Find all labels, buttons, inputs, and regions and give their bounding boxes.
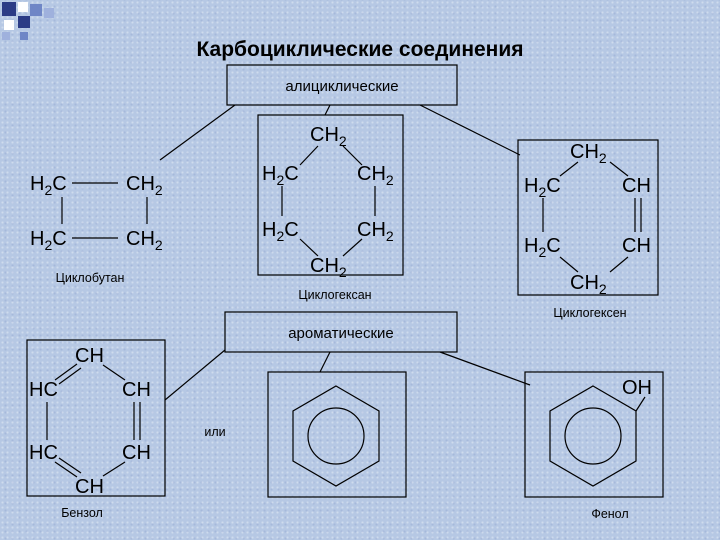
alicyclic-box — [226, 64, 458, 106]
benzene-atom: HC — [29, 442, 58, 464]
bond-line — [102, 461, 126, 477]
decor-square — [2, 2, 16, 16]
bond-line — [58, 367, 82, 385]
bond-line — [299, 238, 319, 257]
bond-line — [342, 238, 363, 257]
benzene-atom: CH — [75, 345, 104, 367]
cyclohexane-atom: CH2 — [310, 255, 347, 280]
bond-line — [54, 363, 78, 381]
page-title: Карбоциклические соединения — [196, 38, 523, 61]
bond-line — [559, 161, 579, 177]
cyclohexane-caption: Циклогексан — [298, 288, 371, 302]
or-connector: или — [204, 425, 225, 439]
benzene-ring-box — [267, 371, 407, 498]
benzene-box — [26, 339, 166, 497]
cyclohexane-atom: CH2 — [357, 163, 394, 188]
decor-square — [18, 16, 30, 28]
connector-line — [159, 104, 236, 161]
benzene-atom: CH — [75, 476, 104, 498]
cyclohexane-box — [257, 114, 404, 276]
cyclohexane-atom: CH2 — [357, 219, 394, 244]
benzene-atom: HC — [29, 379, 58, 401]
decor-square — [44, 8, 54, 18]
bond-line — [299, 145, 319, 166]
cyclohexene-atom: CH2 — [570, 272, 607, 297]
connector-line — [324, 104, 331, 116]
connector-line — [319, 351, 331, 373]
bond-line — [609, 256, 629, 273]
decor-square — [4, 20, 14, 30]
bond-line — [102, 364, 126, 381]
bond-line — [635, 396, 646, 412]
benzene-hexagon — [292, 385, 380, 487]
phenol-box — [524, 371, 664, 498]
cyclohexene-atom: H2C — [524, 235, 561, 260]
bond-line — [58, 457, 82, 474]
bond-line — [54, 461, 78, 478]
connector-line — [419, 104, 521, 156]
cyclohexene-box — [517, 139, 659, 296]
benzene-caption: Бензол — [61, 506, 103, 520]
phenol-hexagon — [549, 385, 637, 487]
aromatic-label: ароматические — [288, 325, 394, 342]
alicyclic-label: алициклические — [285, 78, 398, 95]
phenol-caption: Фенол — [591, 507, 628, 521]
benzene-atom: CH — [122, 379, 151, 401]
connector-line — [439, 351, 531, 386]
connector-line — [164, 349, 226, 401]
aromatic-circle — [307, 407, 365, 465]
cyclobutane-atom: H2C — [30, 173, 67, 198]
decor-square — [20, 32, 28, 40]
bond-line — [342, 145, 363, 166]
decor-square — [18, 2, 28, 12]
cyclohexene-atom: CH — [622, 175, 651, 197]
cyclohexene-atom: CH2 — [570, 141, 607, 166]
cyclohexane-atom: CH2 — [310, 124, 347, 149]
decor-square — [30, 4, 42, 16]
phenol-oh-group: OH — [622, 377, 652, 399]
cyclobutane-atom: H2C — [30, 228, 67, 253]
cyclohexane-atom: H2C — [262, 163, 299, 188]
bond-line — [559, 256, 579, 273]
cyclohexene-atom: CH — [622, 235, 651, 257]
cyclobutane-caption: Циклобутан — [56, 271, 125, 285]
decor-square — [2, 32, 10, 40]
aromatic-circle — [564, 407, 622, 465]
cyclohexane-atom: H2C — [262, 219, 299, 244]
benzene-atom: CH — [122, 442, 151, 464]
cyclohexene-caption: Циклогексен — [553, 306, 626, 320]
cyclobutane-atom: CH2 — [126, 228, 163, 253]
cyclohexene-atom: H2C — [524, 175, 561, 200]
aromatic-box — [224, 311, 458, 353]
bond-line — [609, 161, 629, 177]
cyclobutane-atom: CH2 — [126, 173, 163, 198]
